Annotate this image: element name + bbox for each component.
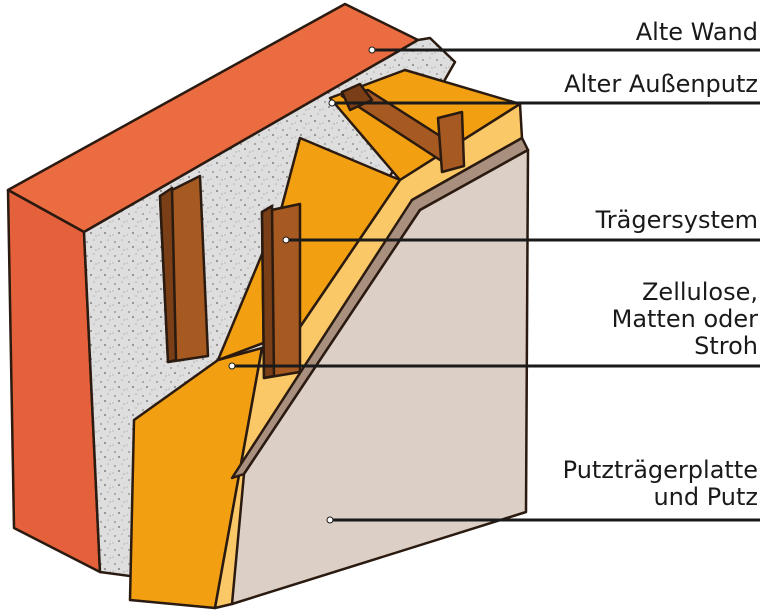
label-putztraegerplatte-line2: und Putz (653, 483, 758, 511)
label-daemmung-line2: Matten oder (612, 305, 759, 333)
old-wall (6, 2, 420, 574)
timber-support-system (158, 82, 466, 380)
label-traegersystem: Trägersystem (595, 206, 758, 234)
leader-dots (228, 46, 376, 524)
timber-post-left-side (158, 186, 178, 364)
label-alte-wand: Alte Wand (636, 18, 758, 46)
labels: Alte Wand Alter Außenputz Trägersystem Z… (563, 18, 758, 511)
timber-post-top (436, 110, 466, 174)
plaster-board (230, 136, 530, 606)
timber-post-right-side (260, 204, 276, 380)
leader-lines (232, 48, 760, 522)
label-putztraegerplatte-line1: Putzträgerplatte (563, 456, 758, 484)
plaster-board-face (230, 148, 530, 606)
label-alter-aussenputz: Alter Außenputz (564, 70, 758, 98)
label-daemmung-line3: Stroh (694, 332, 758, 360)
label-daemmung-line1: Zellulose, (642, 278, 758, 306)
